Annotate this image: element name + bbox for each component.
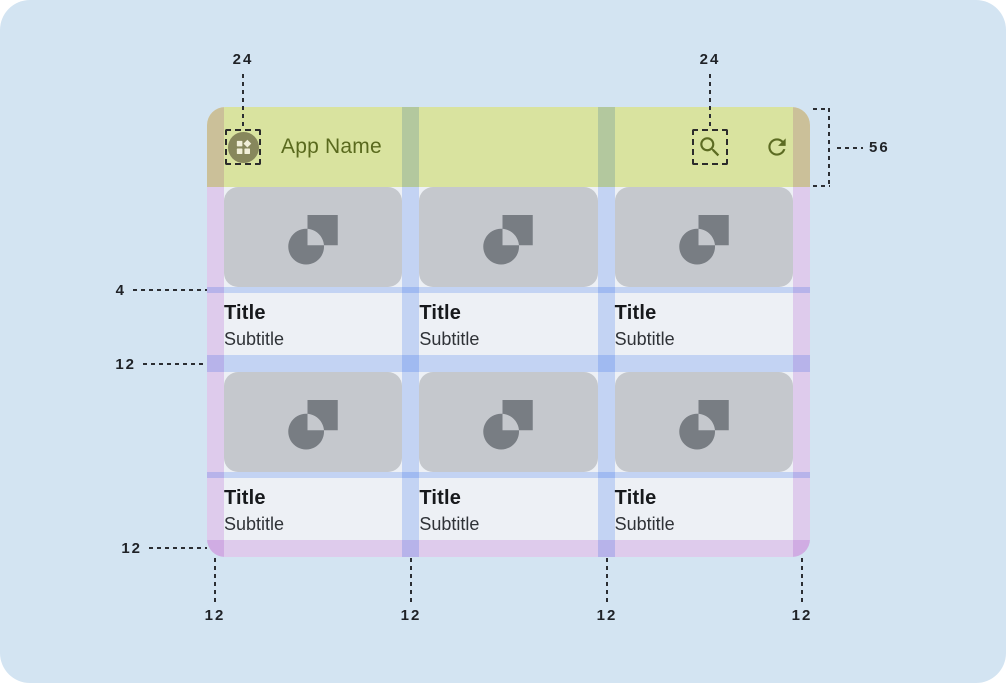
card-subtitle: Subtitle <box>224 329 285 349</box>
card[interactable]: Title Subtitle <box>614 372 793 540</box>
card-text: Title Subtitle <box>224 287 402 355</box>
dim-line <box>242 74 244 127</box>
card-title: Title <box>224 302 266 324</box>
search-measure-box <box>692 129 728 165</box>
app-title: App Name <box>281 135 382 158</box>
card-title: Title <box>419 302 462 324</box>
card-text: Title Subtitle <box>224 472 402 540</box>
dim-value: 12 <box>115 355 136 373</box>
card-text: Title Subtitle <box>615 287 793 355</box>
card[interactable]: Title Subtitle <box>419 372 598 540</box>
dim-line <box>410 558 412 602</box>
card[interactable]: Title Subtitle <box>224 187 403 355</box>
image-placeholder-icon <box>671 204 737 270</box>
card-image <box>224 372 403 472</box>
dim-image-text-gap: 4 <box>88 281 207 299</box>
dim-search-icon-size: 24 <box>699 51 721 68</box>
card-text: Title Subtitle <box>419 287 597 355</box>
app-mock: App Name <box>207 107 810 557</box>
dim-line <box>837 147 863 149</box>
card-subtitle: Subtitle <box>614 329 675 349</box>
dim-gutter-1: 12 <box>400 607 422 624</box>
card-title: Title <box>614 487 657 509</box>
dim-line <box>143 363 207 365</box>
card-subtitle: Subtitle <box>224 514 285 534</box>
dim-right-margin: 12 <box>791 607 813 624</box>
card-image <box>224 187 403 287</box>
bottom-margin-overlay <box>207 540 810 557</box>
dim-line <box>813 185 830 187</box>
card[interactable]: Title Subtitle <box>614 187 793 355</box>
card-image <box>419 372 598 472</box>
dim-line <box>828 108 830 187</box>
dim-line <box>133 289 207 291</box>
card-title: Title <box>419 487 462 509</box>
dim-appbar-height: 56 <box>869 139 890 156</box>
top-app-bar: App Name <box>207 107 810 187</box>
dim-row-gap: 12 <box>88 355 207 373</box>
card-text: Title Subtitle <box>419 472 597 540</box>
card-title: Title <box>224 487 266 509</box>
card-title: Title <box>614 302 657 324</box>
image-placeholder-icon <box>475 204 541 270</box>
card-image <box>419 187 598 287</box>
dim-line <box>149 547 207 549</box>
refresh-icon[interactable] <box>764 134 790 160</box>
image-placeholder-icon <box>280 389 346 455</box>
card-row: Title Subtitle Title Subtitle <box>207 187 810 355</box>
dim-value: 4 <box>115 281 126 299</box>
dim-app-icon-size: 24 <box>232 51 254 68</box>
card-subtitle: Subtitle <box>614 514 675 534</box>
dim-line <box>801 558 803 602</box>
card[interactable]: Title Subtitle <box>419 187 598 355</box>
image-placeholder-icon <box>475 389 541 455</box>
card-grid: Title Subtitle Title Subtitle <box>207 187 810 540</box>
card-subtitle: Subtitle <box>419 514 480 534</box>
card-subtitle: Subtitle <box>419 329 480 349</box>
search-icon[interactable] <box>697 134 723 160</box>
dim-line <box>813 108 830 110</box>
dim-gutter-2: 12 <box>596 607 618 624</box>
dim-left-margin: 12 <box>204 607 226 624</box>
card-row: Title Subtitle Title Subtitle <box>207 372 810 540</box>
app-icon-measure-box <box>225 129 261 165</box>
card[interactable]: Title Subtitle <box>224 372 403 540</box>
apps-grid-icon[interactable] <box>227 131 259 163</box>
dim-value: 12 <box>121 539 142 557</box>
dim-line <box>709 74 711 127</box>
card-image <box>614 372 793 472</box>
dim-line <box>214 558 216 602</box>
image-placeholder-icon <box>671 389 737 455</box>
card-image <box>614 187 793 287</box>
card-text: Title Subtitle <box>615 472 793 540</box>
dim-line <box>606 558 608 602</box>
image-placeholder-icon <box>280 204 346 270</box>
dim-bottom-margin: 12 <box>88 539 207 557</box>
